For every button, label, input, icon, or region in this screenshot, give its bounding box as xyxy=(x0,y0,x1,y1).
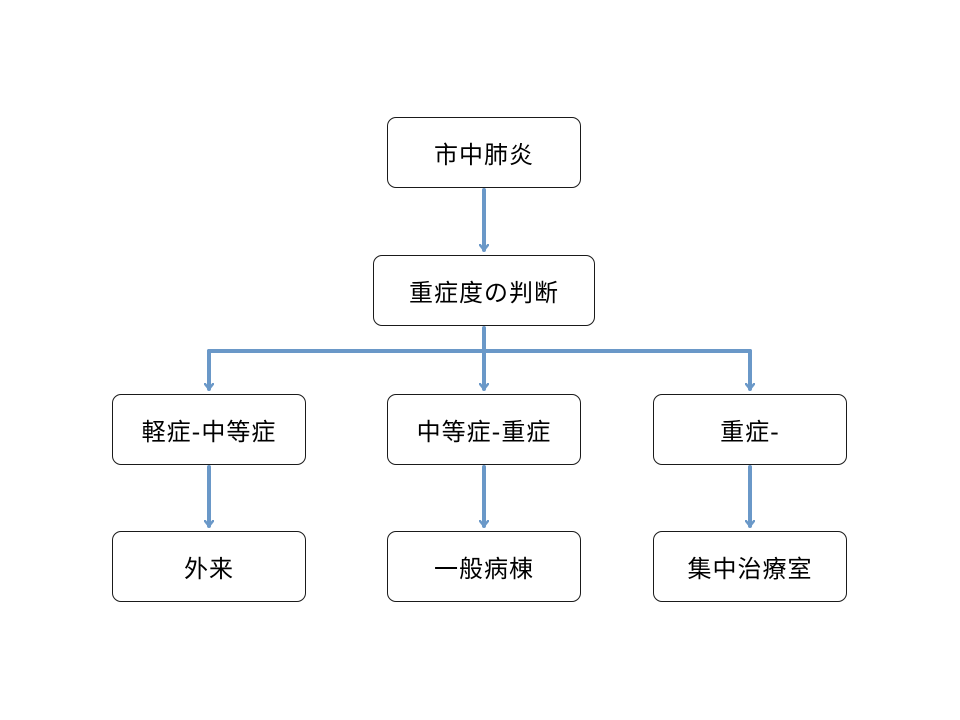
node-outpatient: 外来 xyxy=(112,531,306,602)
node-severity-assessment: 重症度の判断 xyxy=(373,255,595,326)
node-moderate-severe: 中等症-重症 xyxy=(387,394,581,465)
node-severe: 重症- xyxy=(653,394,847,465)
node-community-acquired-pneumonia: 市中肺炎 xyxy=(387,117,581,188)
node-general-ward: 一般病棟 xyxy=(387,531,581,602)
node-intensive-care-unit: 集中治療室 xyxy=(653,531,847,602)
node-mild-moderate: 軽症-中等症 xyxy=(112,394,306,465)
